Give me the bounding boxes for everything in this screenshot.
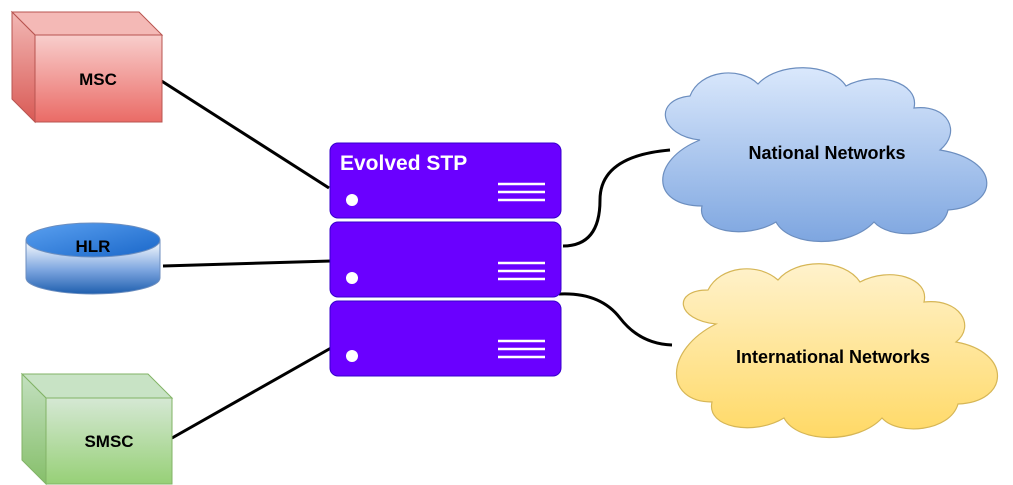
connector-hlr-stp — [162, 259, 332, 268]
stp-server-unit-1: Evolved STP — [329, 142, 562, 219]
stp-vent-icon — [498, 182, 545, 202]
smsc-node[interactable]: SMSC — [20, 372, 174, 485]
stp-led-icon — [346, 194, 358, 206]
smsc-cube-front — [45, 397, 173, 485]
stp-vent-icon — [498, 261, 545, 281]
stp-label: Evolved STP — [340, 152, 467, 175]
international-networks-node[interactable]: International Networks — [676, 263, 998, 439]
msc-cube-top — [10, 11, 164, 36]
stp-led-icon — [346, 272, 358, 284]
national-cloud-shape — [662, 67, 988, 243]
stp-server-unit-2 — [329, 221, 562, 298]
smsc-label: SMSC — [84, 432, 133, 451]
international-networks-label: International Networks — [736, 347, 930, 367]
connectors — [159, 78, 673, 440]
stp-server-unit-3 — [329, 300, 562, 377]
msc-cube-front — [34, 34, 163, 123]
connector-stp-international — [558, 292, 673, 347]
msc-label: MSC — [79, 70, 117, 89]
connector-msc-stp — [159, 78, 330, 190]
hlr-cylinder-top — [25, 222, 161, 258]
national-networks-node[interactable]: National Networks — [662, 67, 988, 243]
hlr-label: HLR — [76, 237, 111, 256]
international-cloud-shape — [676, 263, 998, 439]
connector-stp-national — [562, 148, 671, 248]
smsc-cube-top — [20, 373, 174, 399]
national-networks-label: National Networks — [748, 143, 905, 163]
stp-vent-icon — [498, 339, 545, 359]
msc-node[interactable]: MSC — [10, 10, 164, 124]
connector-smsc-stp — [171, 346, 332, 440]
stp-led-icon — [346, 350, 358, 362]
stp-node[interactable]: Evolved STP — [329, 142, 562, 377]
hlr-node[interactable]: HLR — [25, 222, 161, 295]
